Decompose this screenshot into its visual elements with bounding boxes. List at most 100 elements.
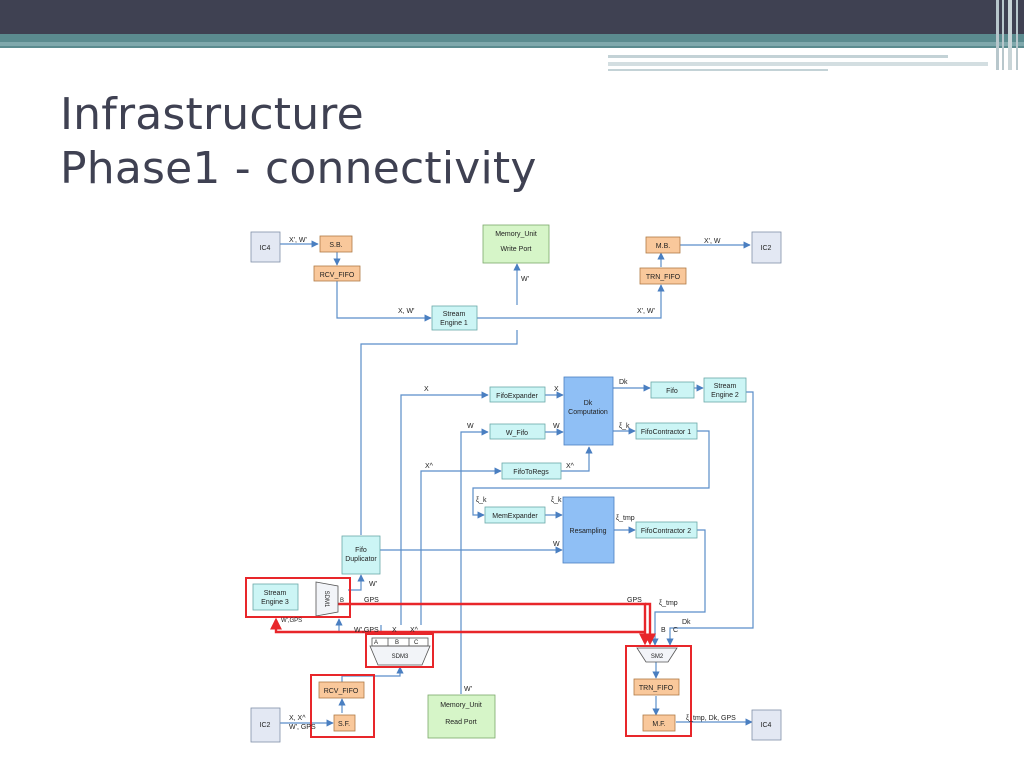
label-mem-read-w: W' — [464, 686, 472, 693]
red-wire-w-gps — [644, 602, 656, 646]
block-mem-read — [427, 694, 496, 739]
label-w-res: W — [553, 541, 560, 548]
label-sdm3-x: X — [392, 627, 397, 634]
block-fifotoregs-label: FifoToRegs — [513, 469, 549, 476]
block-ic2-top-label: IC2 — [761, 245, 772, 252]
block-ic2-top — [751, 231, 782, 264]
slide-title-line-1: Infrastructure — [60, 89, 364, 140]
label-xi-k-mem: ξ_k — [476, 497, 487, 504]
block-se1-line1: Stream — [443, 311, 466, 318]
block-sdm3-label: SDM3 — [392, 654, 409, 660]
wire-labels: X', W' X', W W' X, W' X', W' X X Dk W W … — [281, 237, 736, 731]
label-sm2-c: C — [673, 627, 678, 634]
block-ic4-bot-label: IC4 — [761, 722, 772, 729]
label-sdm1-gps: GPS — [364, 597, 379, 604]
label-xi-k-dk: ξ_k — [619, 423, 630, 430]
slide-title-line-2: Phase1 - connectivity — [60, 142, 537, 194]
block-mem-write — [482, 224, 550, 264]
block-sb — [319, 235, 353, 253]
block-rcvfifo-top — [313, 265, 361, 282]
label-dk-out: Dk — [619, 379, 628, 386]
block-resampling-label: Resampling — [570, 528, 607, 535]
label-sdm3-b: B — [395, 640, 399, 646]
block-se3-line1: Stream — [264, 590, 287, 597]
block-mem-write-line2: Write Port — [501, 246, 532, 253]
block-trnfifo-bot — [633, 678, 680, 696]
block-rcvfifo-bot-label: RCV_FIFO — [324, 688, 359, 695]
label-xhat-regs: X^ — [425, 463, 434, 470]
highlight-sm2-mf — [625, 645, 692, 737]
block-ic4-top — [250, 231, 281, 263]
block-contractor2-label: FifoContractor 2 — [641, 528, 691, 535]
label-sdm1-b: B — [340, 598, 344, 604]
block-sm2 — [636, 647, 678, 663]
header-bar — [0, 0, 1024, 34]
wire-contractor1-mem — [472, 430, 710, 519]
label-mf-ic4: ξ_tmp, Dk, GPS — [686, 715, 736, 722]
block-ic4-top-label: IC4 — [260, 245, 271, 252]
block-se1 — [431, 305, 478, 331]
block-mb-label: M.B. — [656, 243, 670, 250]
block-se2-line2: Engine 2 — [711, 392, 739, 399]
block-wfifo-label: W_Fifo — [506, 430, 528, 437]
label-xhat-dk: X^ — [566, 463, 575, 470]
wire-regs-dk — [561, 446, 593, 472]
highlight-sf-rcvfifo — [310, 674, 375, 738]
label-sm2-xi: ξ_tmp — [659, 600, 678, 607]
block-se3 — [252, 583, 299, 611]
block-fifoduplicator-line1: Fifo — [355, 547, 367, 554]
wires — [280, 240, 754, 727]
block-mem-read-line1: Memory_Unit — [440, 702, 482, 709]
block-se2 — [703, 377, 747, 403]
block-se2-line1: Stream — [714, 383, 737, 390]
block-mem-write-line1: Memory_Unit — [495, 231, 537, 238]
block-mf — [642, 714, 676, 732]
label-se3-w-gps: W',GPS — [281, 618, 302, 624]
block-sb-label: S.B. — [329, 242, 342, 249]
block-fifoexpander — [489, 386, 546, 403]
block-dk-line1: Dk — [584, 400, 593, 407]
label-ic2-sf-1: X, X^ — [289, 715, 306, 722]
label-sdm3-wgps: W',GPS — [354, 627, 379, 634]
label-sdm3-a: A — [374, 640, 378, 646]
block-trnfifo-bot-label: TRN_FIFO — [639, 685, 674, 692]
label-sm2-gps: GPS — [627, 597, 642, 604]
highlight-se3-sdm1 — [245, 577, 351, 618]
wire-x-expander — [400, 391, 489, 625]
block-dk-line2: Computation — [568, 409, 608, 416]
accent-band-highlight — [0, 42, 1024, 46]
block-fifotoregs — [501, 462, 562, 480]
label-sdm3-c: C — [414, 640, 419, 646]
label-ic4-sb: X', W' — [289, 237, 307, 244]
block-memexpander-label: MemExpander — [492, 513, 538, 520]
block-sf — [333, 714, 356, 732]
wire-contractor2-sm2 — [651, 529, 706, 646]
block-fifoduplicator-line2: Duplicator — [345, 556, 377, 563]
block-dk — [563, 376, 614, 446]
block-sdm1 — [315, 581, 339, 617]
block-ic2-bot-label: IC2 — [260, 722, 271, 729]
label-xi-tmp-res: ξ_tmp — [616, 515, 635, 522]
block-ic4-bot — [751, 709, 782, 741]
block-trnfifo-top — [639, 267, 687, 285]
wire-se1-dup — [360, 330, 518, 535]
block-fifo-label: Fifo — [666, 388, 678, 395]
label-ic2-sf-2: W', GPS — [289, 724, 316, 731]
label-x-dk: X — [554, 386, 559, 393]
label-xi-k-res: ξ_k — [551, 497, 562, 504]
sdm3-port-row — [371, 637, 429, 647]
label-w-wfifo: W — [467, 423, 474, 430]
block-fifoduplicator — [341, 535, 381, 575]
label-mb-ic2: X', W — [704, 238, 721, 245]
label-dk-sm2: Dk — [682, 619, 691, 626]
highlight-wires — [270, 602, 656, 646]
block-fifoexpander-label: FifoExpander — [496, 393, 538, 400]
label-sdm3-xhat: X^ — [410, 627, 419, 634]
label-se1-in: X, W' — [398, 308, 415, 315]
wire-w-wfifo — [460, 428, 489, 694]
block-contractor1 — [635, 422, 698, 440]
wire-xhat-regs — [420, 467, 502, 625]
label-w-dk: W — [553, 423, 560, 430]
wire-se2-sm2 — [666, 391, 754, 646]
